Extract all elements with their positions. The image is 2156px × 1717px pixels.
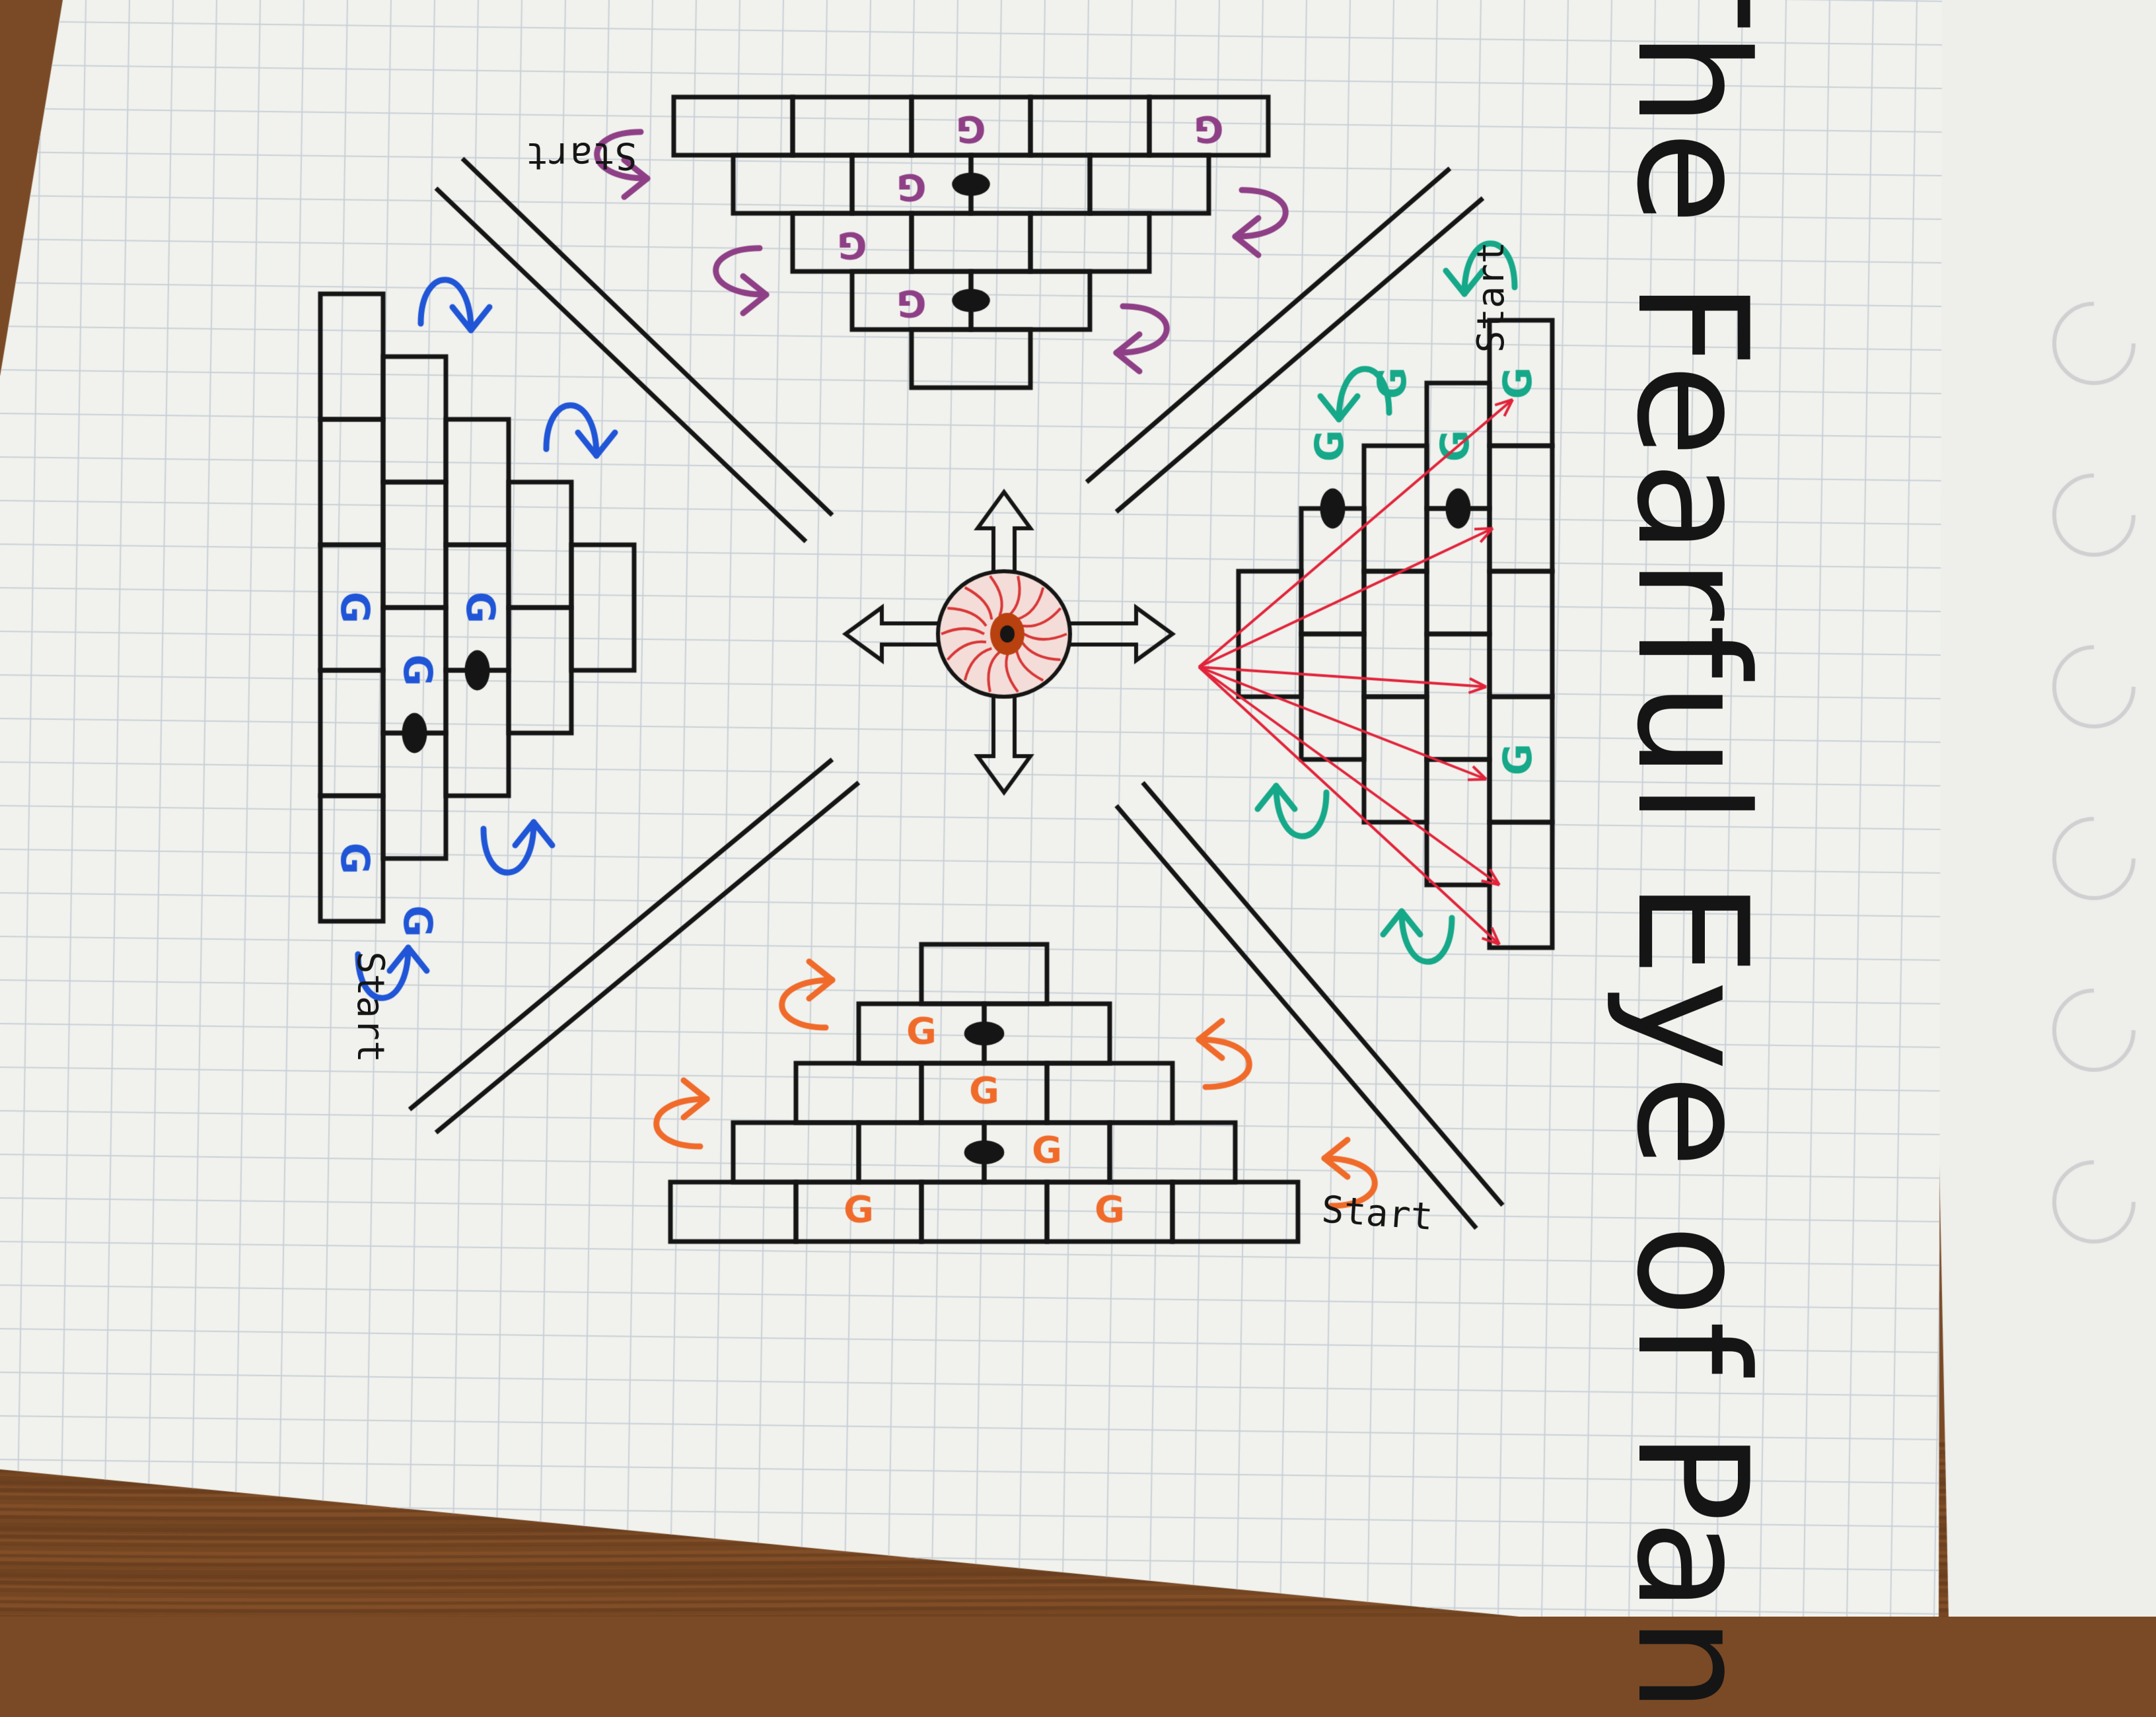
start-label-bottom: Start: [1320, 1188, 1435, 1239]
start-label-top: Start: [525, 134, 637, 177]
start-label-left: Start: [349, 951, 392, 1063]
board-photo: [0, 0, 2156, 1617]
board-title: The Fearful Eye of Pan: [1603, 0, 1779, 1717]
start-label-right: Start: [1470, 241, 1513, 353]
